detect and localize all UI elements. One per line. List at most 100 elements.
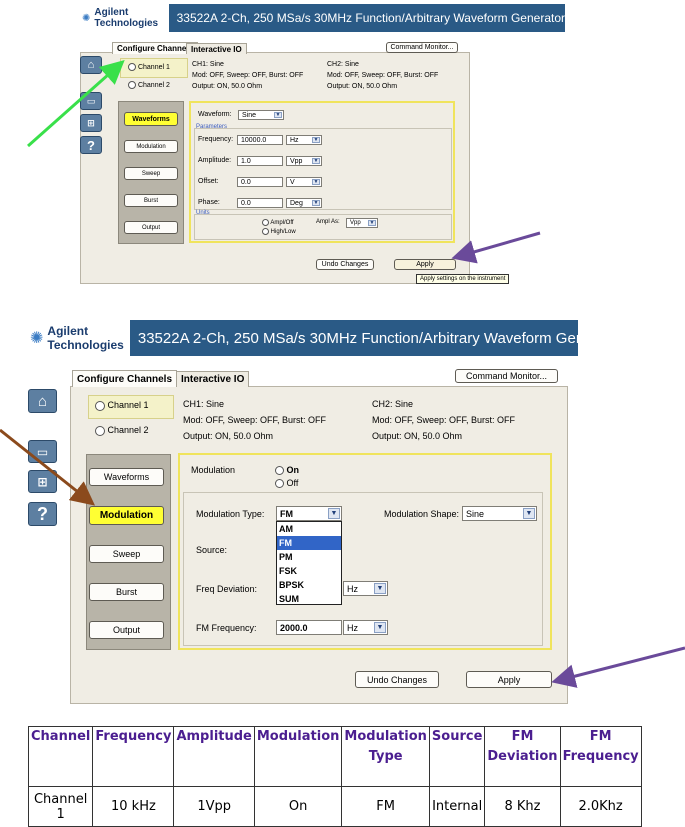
col-header: Channel (27, 726, 94, 787)
offset-unit-select[interactable]: V ▼ (286, 177, 322, 187)
chevron-down-icon[interactable]: ▼ (312, 158, 320, 164)
table-header-row: Channel Frequency Amplitude Modulation M… (27, 726, 642, 787)
nav-waveforms-button[interactable]: Waveforms (89, 468, 164, 486)
modulation-on-radio-row[interactable]: On (275, 465, 299, 476)
ampl-as-label: Ampl As: (316, 219, 340, 225)
table-cell: On (253, 786, 343, 827)
agilent-spark-icon: ✺ (30, 330, 44, 347)
dropdown-option-fsk[interactable]: FSK (279, 566, 297, 576)
channel-2-radio[interactable] (128, 81, 136, 89)
amplitude-unit-select[interactable]: Vpp ▼ (286, 156, 322, 166)
modulation-off-radio-row[interactable]: Off (275, 478, 298, 489)
fm-frequency-input[interactable]: 2000.0 (276, 620, 342, 635)
dropdown-option-fm[interactable]: FM (277, 536, 341, 550)
channel-1-radio-row[interactable]: Channel 1 (128, 63, 170, 71)
chevron-down-icon[interactable]: ▼ (523, 508, 535, 519)
modulation-shape-select[interactable]: Sine ▼ (462, 506, 537, 521)
units-title: Units (196, 210, 210, 216)
channel-2-radio-row[interactable]: Channel 2 (95, 425, 149, 436)
phase-input[interactable]: 0.0 (237, 198, 283, 208)
chevron-down-icon[interactable]: ▼ (312, 137, 320, 143)
chevron-down-icon[interactable]: ▼ (368, 220, 376, 226)
window-title: 33522A 2-Ch, 250 MSa/s 30MHz Function/Ar… (137, 329, 624, 347)
home-icon[interactable]: ⌂ (80, 56, 102, 74)
network-icon[interactable]: ⊞ (80, 114, 102, 132)
table-row: Channel 1 10 kHz 1Vpp On FM Internal 8 K… (27, 786, 642, 827)
chevron-down-icon[interactable]: ▼ (312, 179, 320, 185)
instrument-icon[interactable]: ▭ (28, 440, 57, 463)
tab-interactive-io[interactable]: Interactive IO (186, 43, 247, 54)
table-cell: Channel 1 (27, 786, 94, 827)
modulation-type-dropdown[interactable]: AM FM PM FSK BPSK SUM (276, 521, 342, 605)
ch1-info: CH1: Sine Mod: OFF, Sweep: OFF, Burst: O… (192, 61, 304, 90)
channel-1-label: Channel 1 (137, 63, 170, 71)
network-icon[interactable]: ⊞ (28, 470, 57, 493)
nav-modulation-button[interactable]: Modulation (124, 140, 178, 153)
app-header-2: ✺ Agilent Technologies 33522A 2-Ch, 250 … (28, 320, 623, 356)
dropdown-option-pm[interactable]: PM (279, 552, 293, 562)
ampl-as-select[interactable]: Vpp ▼ (346, 218, 378, 228)
fm-frequency-unit-select[interactable]: Hz ▼ (343, 620, 388, 635)
purple-arrow-2 (551, 646, 685, 688)
waveform-select[interactable]: Sine ▼ (238, 110, 284, 120)
ampl-off-radio[interactable] (262, 219, 269, 226)
nav-sweep-button[interactable]: Sweep (124, 167, 178, 180)
modulation-shape-label: Modulation Shape: (384, 509, 460, 519)
command-monitor-button[interactable]: Command Monitor... (455, 369, 558, 383)
amplitude-input[interactable]: 1.0 (237, 156, 283, 166)
dropdown-option-sum[interactable]: SUM (279, 594, 299, 604)
modulation-label: Modulation (191, 465, 236, 475)
help-icon[interactable]: ? (80, 136, 102, 154)
apply-button-1[interactable]: Apply (394, 259, 456, 270)
chevron-down-icon[interactable]: ▼ (274, 112, 282, 118)
frequency-unit-select[interactable]: Hz ▼ (286, 135, 322, 145)
nav-burst-button[interactable]: Burst (89, 583, 164, 601)
chevron-down-icon[interactable]: ▼ (374, 583, 386, 594)
undo-changes-button-2[interactable]: Undo Changes (355, 671, 439, 688)
nav-output-button[interactable]: Output (124, 221, 178, 234)
purple-arrow-1 (451, 231, 541, 264)
nav-sweep-button[interactable]: Sweep (89, 545, 164, 563)
chevron-down-icon[interactable]: ▼ (374, 622, 386, 633)
dropdown-option-am[interactable]: AM (279, 524, 293, 534)
help-icon[interactable]: ? (28, 502, 57, 526)
nav-modulation-button[interactable]: Modulation (89, 506, 164, 525)
ampl-off-radio-row[interactable]: Ampl/Off (262, 219, 294, 226)
command-monitor-button[interactable]: Command Monitor... (386, 42, 458, 53)
undo-changes-button-1[interactable]: Undo Changes (316, 259, 374, 270)
channel-2-radio-row[interactable]: Channel 2 (128, 81, 170, 89)
channel-1-label: Channel 1 (107, 400, 149, 410)
frequency-input[interactable]: 10000.0 (237, 135, 283, 145)
chevron-down-icon[interactable]: ▼ (328, 508, 340, 519)
modulation-off-radio[interactable] (275, 479, 284, 489)
channel-1-radio[interactable] (128, 63, 136, 71)
channel-1-radio[interactable] (95, 400, 105, 411)
phase-unit-select[interactable]: Deg ▼ (286, 198, 322, 208)
parameters-group (194, 128, 452, 210)
nav-burst-button[interactable]: Burst (124, 194, 178, 207)
high-low-radio-row[interactable]: High/Low (262, 228, 296, 235)
nav-waveforms-button[interactable]: Waveforms (124, 112, 178, 126)
home-icon[interactable]: ⌂ (28, 389, 57, 413)
dropdown-option-bpsk[interactable]: BPSK (279, 580, 305, 590)
phase-label: Phase: (198, 199, 220, 206)
instrument-icon[interactable]: ▭ (80, 92, 102, 110)
source-label: Source: (196, 545, 228, 555)
waveform-settings-panel (189, 101, 455, 243)
channel-2-radio[interactable] (95, 425, 105, 436)
nav-output-button[interactable]: Output (89, 621, 164, 639)
modulation-type-select[interactable]: FM ▼ (276, 506, 342, 521)
waveform-label: Waveform: (198, 111, 232, 118)
freq-deviation-unit-select[interactable]: Hz ▼ (343, 581, 388, 596)
channel-1-radio-row[interactable]: Channel 1 (95, 400, 149, 411)
tab-interactive-io[interactable]: Interactive IO (176, 371, 250, 387)
freq-deviation-label: Freq Deviation: (196, 584, 258, 594)
high-low-radio[interactable] (262, 228, 269, 235)
offset-input[interactable]: 0.0 (237, 177, 283, 187)
apply-button-2[interactable]: Apply (466, 671, 552, 688)
table-cell: 8 Khz (484, 786, 561, 827)
chevron-down-icon[interactable]: ▼ (312, 200, 320, 206)
tab-configure-channels[interactable]: Configure Channels (72, 370, 178, 387)
modulation-on-radio[interactable] (275, 466, 284, 476)
summary-table: Channel Frequency Amplitude Modulation M… (27, 726, 642, 827)
